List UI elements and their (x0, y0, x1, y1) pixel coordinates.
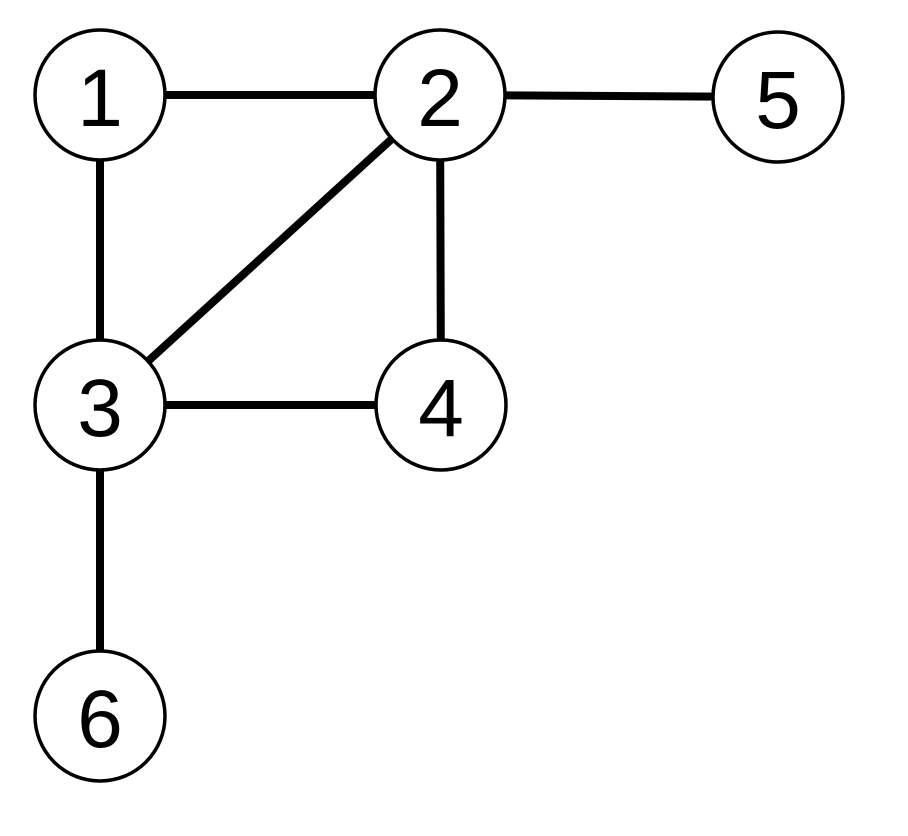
node-circle-6 (33, 649, 167, 783)
node-circle-5 (711, 30, 845, 164)
node-label-1: 1 (77, 53, 123, 144)
node-circle-1 (33, 28, 167, 162)
node-3: 3 (33, 338, 167, 472)
node-circle-3 (33, 338, 167, 472)
node-6: 6 (33, 649, 167, 783)
edge-2-3 (97, 92, 443, 408)
node-label-2: 2 (417, 53, 463, 144)
node-label-3: 3 (77, 363, 123, 454)
node-circle-2 (373, 28, 507, 162)
node-label-5: 5 (755, 55, 801, 146)
node-label-4: 4 (418, 363, 464, 454)
node-circle-4 (374, 338, 508, 472)
node-5: 5 (711, 30, 845, 164)
node-2: 2 (373, 28, 507, 162)
node-1: 1 (33, 28, 167, 162)
node-4: 4 (374, 338, 508, 472)
node-label-6: 6 (77, 674, 123, 765)
